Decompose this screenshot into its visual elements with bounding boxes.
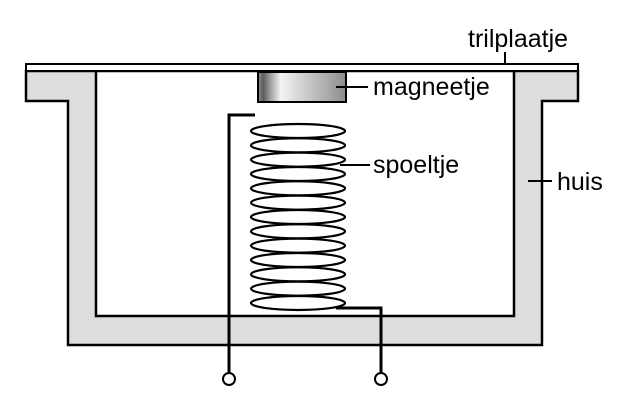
label-spoeltje: spoeltje — [373, 151, 459, 179]
coil-turn — [249, 180, 347, 197]
coil-turn — [249, 294, 347, 312]
coil-turn — [249, 280, 347, 297]
coil-turn — [249, 223, 347, 240]
coil — [249, 122, 347, 312]
label-huis: huis — [557, 168, 603, 196]
coil-turn — [249, 208, 347, 226]
vibration-plate — [25, 63, 579, 72]
terminal-left — [222, 372, 236, 386]
housing-shape — [24, 69, 580, 347]
coil-turn — [249, 237, 347, 254]
coil-wire-right — [336, 306, 383, 373]
coil-turn — [249, 151, 347, 168]
coil-turn — [249, 165, 347, 183]
coil-turn — [249, 137, 347, 154]
magnet — [257, 71, 347, 103]
coil-turn — [249, 194, 347, 211]
coil-wire-left — [227, 113, 255, 373]
coil-turn — [249, 251, 347, 269]
coil-turn — [249, 122, 347, 140]
coil-turn — [249, 266, 347, 283]
label-magneetje: magneetje — [373, 73, 490, 101]
terminal-right — [374, 372, 388, 386]
label-trilplaatje: trilplaatje — [468, 25, 568, 53]
